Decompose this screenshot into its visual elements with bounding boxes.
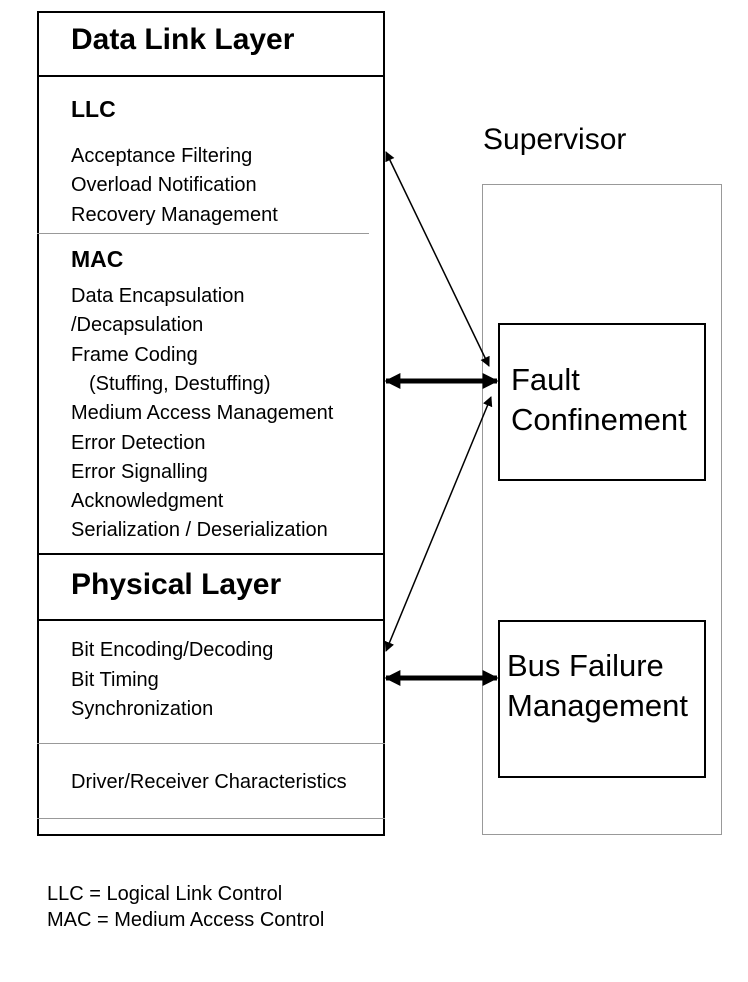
fault-confinement-box [498, 323, 706, 481]
bottom-divider [37, 818, 385, 819]
legend-mac: MAC = Medium Access Control [47, 909, 325, 931]
bus-failure-box [498, 620, 706, 778]
mac-item: (Stuffing, Destuffing) [89, 373, 271, 395]
llc-item: Overload Notification [71, 174, 257, 196]
physical-layer-title: Physical Layer [71, 568, 282, 601]
physical-item: Bit Timing [71, 669, 159, 691]
bus-failure-line2: Management [507, 688, 688, 723]
mac-item: Medium Access Management [71, 402, 334, 424]
layer-stack-box [37, 11, 385, 836]
mac-item: Error Detection [71, 432, 206, 454]
llc-fault-arrow [385, 151, 490, 367]
mac-label: MAC [71, 246, 124, 272]
driver-receiver-label: Driver/Receiver Characteristics [71, 771, 347, 793]
llc-item: Recovery Management [71, 204, 278, 226]
llc-mac-divider [37, 233, 369, 234]
supervisor-title: Supervisor [483, 123, 627, 156]
physical-title-divider [37, 619, 385, 621]
data-link-layer-title: Data Link Layer [71, 23, 295, 56]
llc-label: LLC [71, 96, 116, 122]
mac-item: Serialization / Deserialization [71, 519, 328, 541]
mac-item: Acknowledgment [71, 490, 224, 512]
physical-fault-arrow [384, 396, 493, 652]
llc-item: Acceptance Filtering [71, 145, 253, 167]
mac-item: Error Signalling [71, 461, 208, 483]
fault-confinement-line2: Confinement [511, 402, 687, 437]
mac-item: Data Encapsulation [71, 285, 245, 307]
fault-confinement-line1: Fault [511, 362, 580, 397]
physical-driver-divider [37, 743, 385, 744]
data-link-title-divider [37, 75, 385, 77]
physical-item: Bit Encoding/Decoding [71, 639, 274, 661]
data-link-physical-divider [37, 553, 385, 555]
physical-item: Synchronization [71, 698, 214, 720]
bus-failure-line1: Bus Failure [507, 648, 664, 683]
mac-item: Frame Coding [71, 344, 198, 366]
mac-item: /Decapsulation [71, 314, 204, 336]
legend-llc: LLC = Logical Link Control [47, 883, 283, 905]
